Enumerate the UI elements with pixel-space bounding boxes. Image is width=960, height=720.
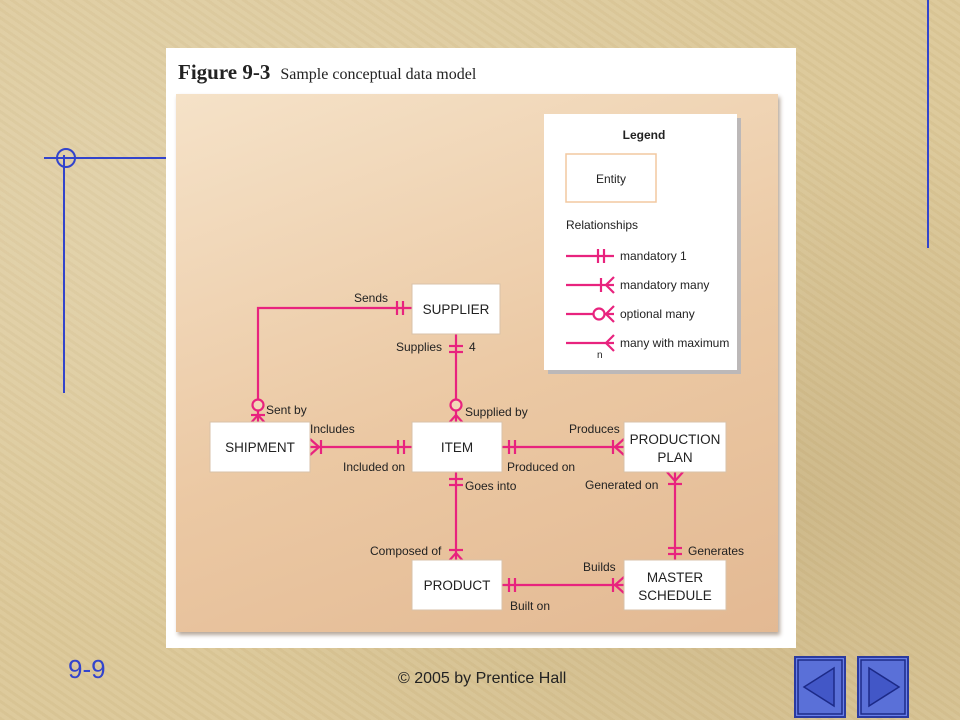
- legend-item-many-max-n: n: [597, 350, 603, 361]
- label-produces: Produces: [569, 422, 620, 436]
- label-generates: Generates: [688, 544, 744, 558]
- legend-item-mandatory-one: mandatory 1: [620, 249, 687, 263]
- label-included-on: Included on: [343, 460, 405, 474]
- decor-horizontal-top: [44, 157, 166, 159]
- sym-shipment-includes-crowfoot: [309, 438, 321, 456]
- sym-item-crowfoot: [447, 413, 465, 425]
- rel-line-supplier-shipment: [256, 306, 412, 424]
- label-builds: Builds: [583, 560, 616, 574]
- legend-entity-label: Entity: [596, 172, 626, 186]
- label-supplies: Supplies: [396, 340, 442, 354]
- label-generated-on: Generated on: [585, 478, 658, 492]
- sym-productionplan-crowfoot: [613, 438, 625, 456]
- label-supplied-by: Supplied by: [465, 405, 528, 419]
- er-diagram: SUPPLIER SHIPMENT ITEM PRODUCTION PLAN P…: [209, 114, 744, 613]
- legend-item-many-max: many with maximum: [620, 336, 729, 350]
- entity-production-plan-label-line1: PRODUCTION: [630, 432, 721, 447]
- sym-masterschedule-crowfoot: [613, 576, 625, 594]
- slide-number: 9-9: [68, 654, 106, 684]
- label-goes-into: Goes into: [465, 479, 517, 493]
- legend-many-max-crowfoot: [604, 334, 615, 352]
- label-sends: Sends: [354, 291, 388, 305]
- sym-shipment-optional-circle: [251, 398, 265, 412]
- decor-vertical-left: [63, 155, 65, 393]
- figure-caption: Sample conceptual data model: [280, 66, 477, 83]
- label-sent-by: Sent by: [266, 403, 307, 417]
- next-arrow-icon: [860, 659, 906, 715]
- decor-vertical-right: [927, 0, 929, 248]
- legend-optional-many-crowfoot: [604, 305, 615, 323]
- copyright-notice: © 2005 by Prentice Hall: [398, 670, 567, 687]
- label-produced-on: Produced on: [507, 460, 575, 474]
- legend-optional-many-circle: [592, 307, 606, 321]
- label-built-on: Built on: [510, 599, 550, 613]
- diagram-panel: SUPPLIER SHIPMENT ITEM PRODUCTION PLAN P…: [176, 94, 778, 632]
- legend-item-mandatory-many: mandatory many: [620, 278, 709, 292]
- legend: Legend Entity Relationships mandatory 1 …: [544, 114, 741, 374]
- label-includes: Includes: [310, 422, 355, 436]
- entity-supplier: SUPPLIER: [411, 283, 501, 335]
- legend-relationships-heading: Relationships: [566, 218, 638, 232]
- figure-number: Figure 9-3: [178, 60, 271, 84]
- entity-production-plan: PRODUCTION PLAN: [623, 421, 727, 473]
- previous-slide-button[interactable]: [794, 656, 846, 718]
- legend-title: Legend: [623, 128, 666, 142]
- next-slide-button[interactable]: [857, 656, 909, 718]
- entity-shipment-label: SHIPMENT: [225, 440, 295, 455]
- entity-shipment: SHIPMENT: [209, 421, 311, 473]
- legend-item-optional-many: optional many: [620, 307, 695, 321]
- entity-product: PRODUCT: [411, 559, 503, 611]
- entity-item-label: ITEM: [441, 440, 473, 455]
- entity-item: ITEM: [411, 421, 503, 473]
- sym-productionplan-generatedon-crowfoot: [666, 471, 684, 483]
- entity-production-plan-label-line2: PLAN: [657, 450, 692, 465]
- legend-entity-box: [565, 153, 657, 203]
- entity-supplier-label: SUPPLIER: [423, 302, 490, 317]
- sym-product-crowfoot: [447, 551, 465, 563]
- entity-master-schedule: MASTER SCHEDULE: [623, 559, 727, 611]
- label-composed-of: Composed of: [370, 544, 442, 558]
- figure-header: Figure 9-3 Sample conceptual data model: [178, 60, 476, 85]
- sym-item-optional-circle: [449, 398, 463, 412]
- previous-arrow-icon: [797, 659, 843, 715]
- label-supplies-max: 4: [469, 340, 476, 354]
- legend-mandatory-many-crowfoot: [604, 276, 615, 294]
- entity-product-label: PRODUCT: [424, 578, 491, 593]
- entity-master-schedule-label-line1: MASTER: [647, 570, 704, 585]
- entity-master-schedule-label-line2: SCHEDULE: [638, 588, 712, 603]
- decor-circle: [56, 148, 76, 168]
